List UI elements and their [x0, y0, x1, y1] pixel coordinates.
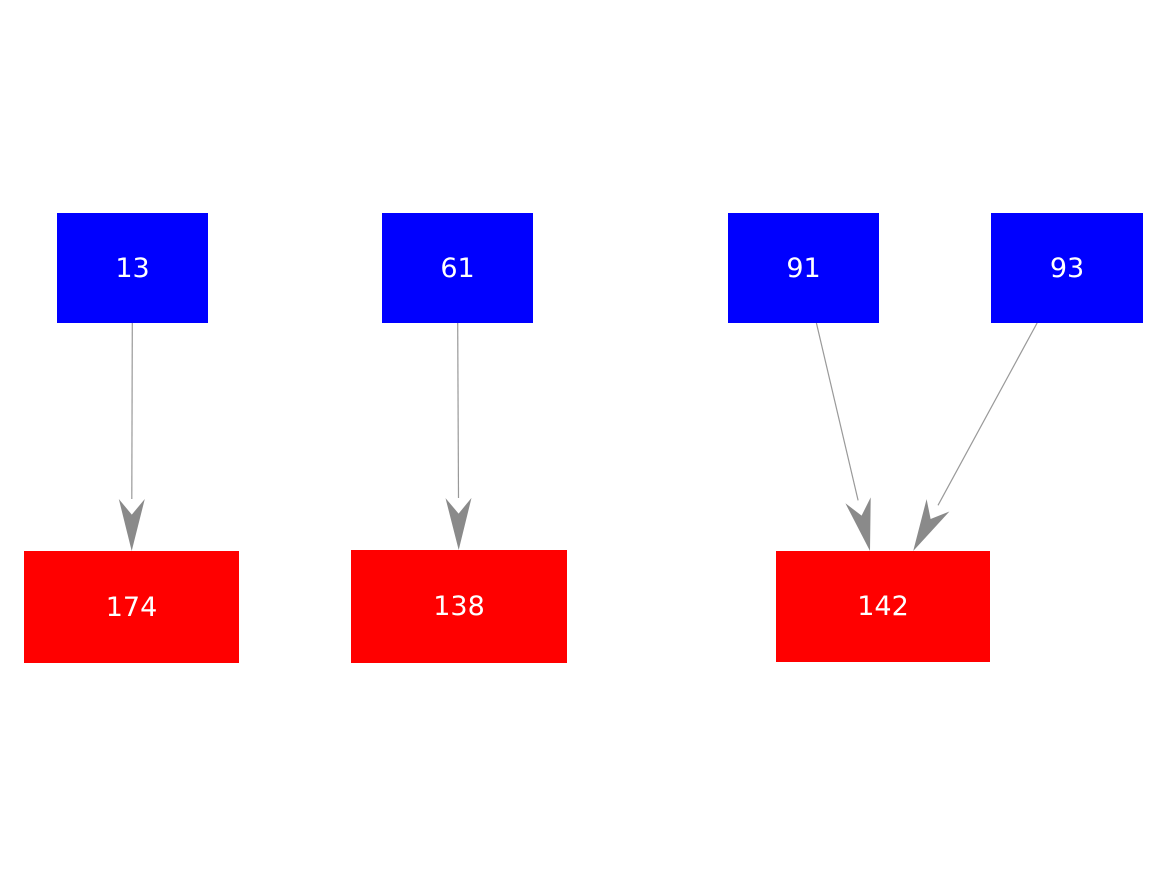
- edge-line-13-174: [131, 322, 133, 500]
- node-label: 91: [786, 252, 821, 284]
- node-label: 61: [440, 252, 475, 284]
- node-142: 142: [776, 551, 990, 662]
- edge-line-93-142: [937, 322, 1038, 506]
- node-138: 138: [351, 550, 567, 663]
- node-label: 93: [1049, 252, 1085, 284]
- edge-line-91-142: [815, 322, 859, 501]
- edge-arrowhead-icon: [845, 497, 871, 551]
- edge-arrowhead-icon: [913, 499, 950, 551]
- node-label: 13: [115, 252, 150, 284]
- node-label: 174: [105, 591, 158, 623]
- edge-line-61-138: [457, 322, 460, 499]
- node-label: 138: [433, 591, 485, 622]
- node-label: 142: [857, 591, 909, 622]
- node-93: 93: [991, 213, 1143, 323]
- node-174: 174: [24, 551, 239, 663]
- node-91: 91: [728, 213, 879, 323]
- node-61: 61: [382, 213, 533, 323]
- edge-arrowhead-icon: [445, 497, 472, 550]
- node-13: 13: [57, 213, 208, 323]
- edge-arrowhead-icon: [118, 499, 145, 551]
